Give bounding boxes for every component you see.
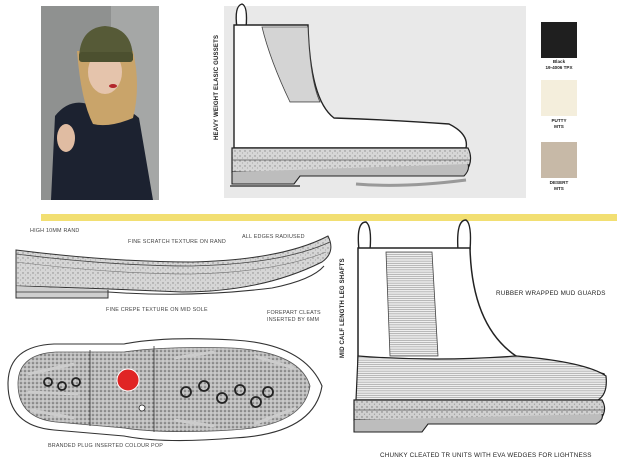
note-plug: BRANDED PLUG INSERTED COLOUR POP	[48, 443, 164, 449]
swatch-black	[541, 22, 577, 58]
model-photo	[41, 6, 159, 200]
gussets-label: HEAVY WEIGHT ELASIC GUSSETS	[214, 34, 220, 140]
units-label: CHUNKY CLEATED TR UNITS WITH EVA WEDGES …	[380, 452, 592, 459]
swatch-putty-name: PUTTY	[551, 118, 567, 123]
swatch-desert-code: MTS	[554, 186, 564, 191]
model-illustration	[41, 6, 159, 200]
sole-bottom-view	[7, 338, 323, 442]
note-edges: ALL EDGES RADIUSED	[242, 234, 305, 240]
note-forepart-2: INSERTED BY 6MM	[267, 317, 320, 323]
swatch-black-name: Black	[552, 59, 566, 64]
note-forepart: FOREPART CLEATS	[267, 310, 321, 316]
swatch-desert-name: DESERT	[549, 180, 569, 185]
leg-shaft-label: MID CALF LENGTH LEG SHAFTS	[340, 258, 346, 358]
accent-bar	[41, 214, 617, 221]
note-rand: HIGH 10MM RAND	[30, 228, 80, 234]
mud-guard-label: RUBBER WRAPPED MUD GUARDS	[496, 290, 606, 297]
note-texture-rand: FINE SCRATCH TEXTURE ON RAND	[128, 239, 226, 245]
swatch-black-code: 19-4006 TPX	[545, 65, 573, 70]
sole-side-view	[15, 235, 332, 299]
swatch-putty-code: MTS	[554, 124, 564, 129]
swatch-desert	[541, 142, 577, 178]
large-boot-drawing	[353, 219, 607, 433]
note-crepe: FINE CREPE TEXTURE ON MID SOLE	[106, 307, 208, 313]
swatch-putty	[541, 80, 577, 116]
top-boot-drawing	[230, 3, 472, 187]
